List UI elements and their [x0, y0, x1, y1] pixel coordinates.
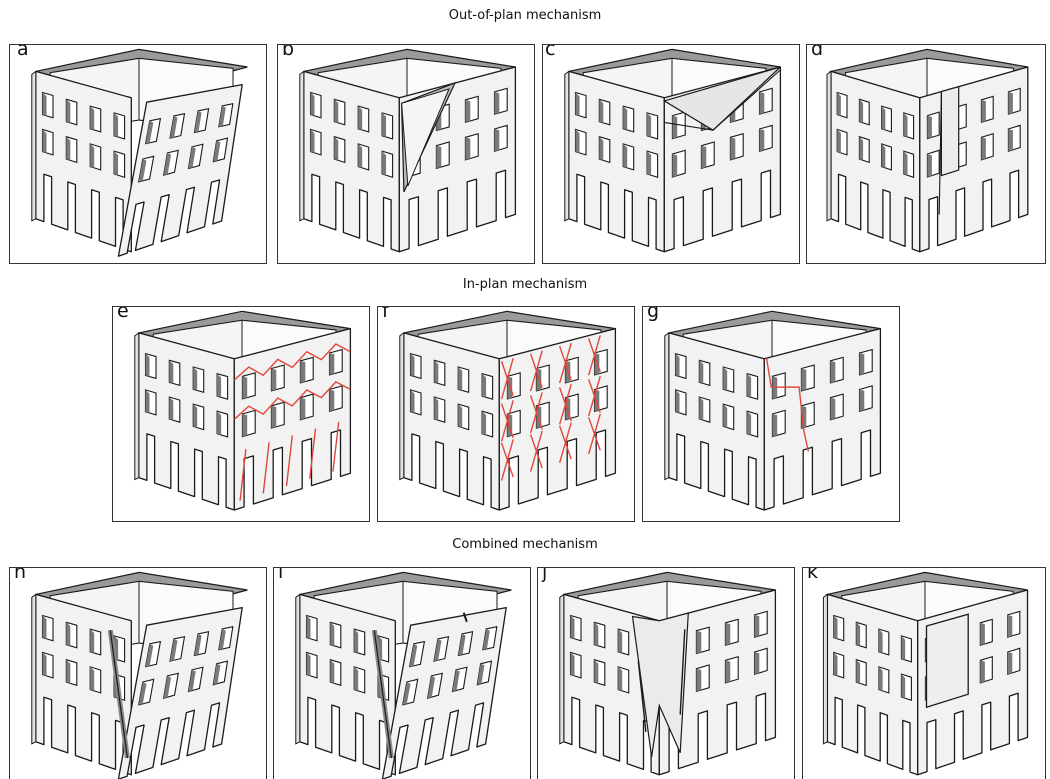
panel-letter-j: j	[540, 567, 551, 583]
panel-e: e	[112, 306, 370, 522]
panel-letter-c: c	[543, 44, 559, 60]
panel-letter-i: i	[276, 567, 287, 583]
panel-h: h	[9, 567, 267, 779]
panel-j: j	[537, 567, 795, 779]
panel-c: c	[542, 44, 800, 264]
panel-letter-f: f	[380, 306, 393, 322]
building-illustration-h	[10, 568, 267, 779]
building-illustration-k	[803, 568, 1046, 779]
panel-letter-g: g	[645, 306, 663, 322]
building-illustration-b	[278, 45, 535, 264]
building-illustration-e	[113, 307, 370, 522]
section-title-in-plan: In-plan mechanism	[0, 277, 1050, 293]
panel-d: d	[806, 44, 1046, 264]
building-illustration-d	[807, 45, 1046, 264]
building-illustration-j	[538, 568, 795, 779]
building-illustration-i	[274, 568, 531, 779]
building-illustration-c	[543, 45, 800, 264]
building-illustration-g	[643, 307, 900, 522]
panel-letter-k: k	[805, 567, 822, 583]
panel-i: i	[273, 567, 531, 779]
panel-letter-b: b	[280, 44, 298, 60]
panel-b: b	[277, 44, 535, 264]
panel-g: g	[642, 306, 900, 522]
panel-a: a	[9, 44, 267, 264]
panel-letter-e: e	[115, 306, 133, 322]
panel-letter-a: a	[15, 44, 33, 60]
panel-k: k	[802, 567, 1046, 779]
building-illustration-a	[10, 45, 267, 264]
building-illustration-f	[378, 307, 635, 522]
section-title-out-of-plan: Out-of-plan mechanism	[0, 8, 1050, 24]
section-title-combined: Combined mechanism	[0, 537, 1050, 553]
panel-f: f	[377, 306, 635, 522]
panel-letter-h: h	[12, 567, 30, 583]
panel-letter-d: d	[809, 44, 827, 60]
